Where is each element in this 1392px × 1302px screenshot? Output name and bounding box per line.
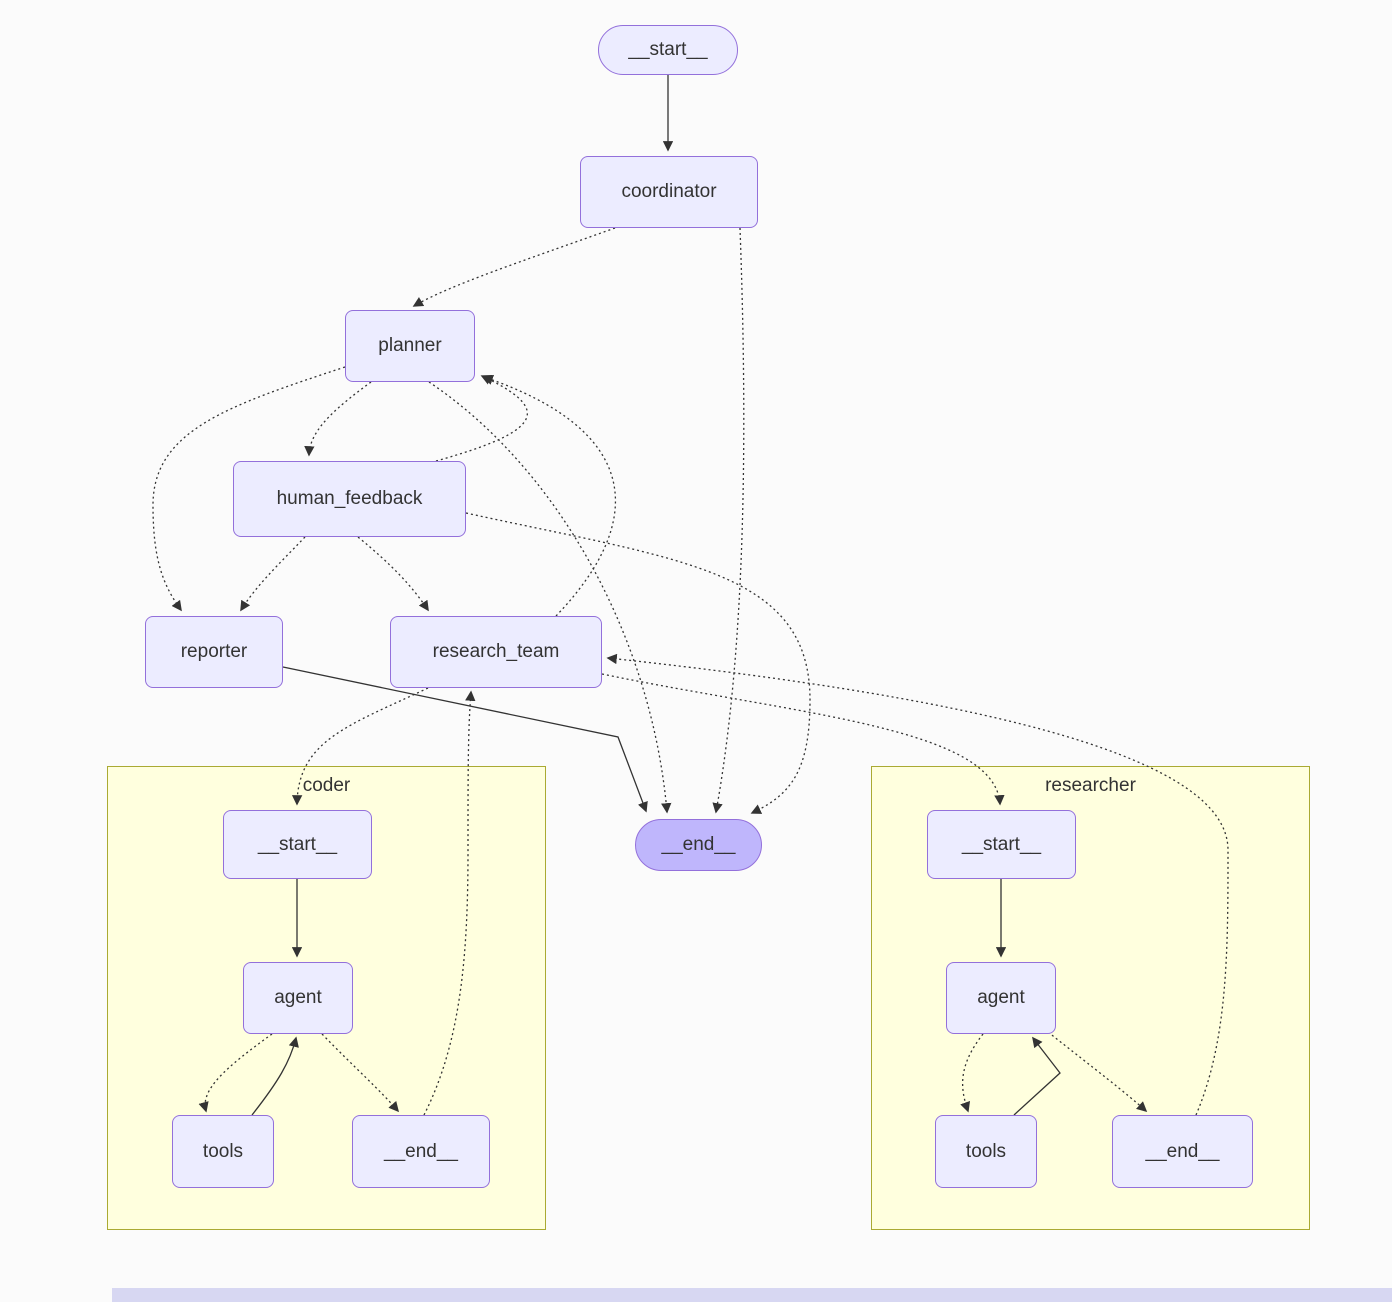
edge-coordinator-end <box>712 227 745 814</box>
edge-humanfeedback-planner <box>435 375 528 462</box>
edge-humanfeedback-reporter <box>240 536 306 612</box>
node-human-feedback: human_feedback <box>233 461 466 537</box>
bottom-strip <box>112 1288 1392 1302</box>
node-coder-end: __end__ <box>352 1115 490 1188</box>
node-coder-agent: agent <box>243 962 353 1034</box>
edge-coder-tools-agent <box>251 1036 299 1116</box>
node-planner: planner <box>345 310 475 382</box>
edge-coder-agent-end <box>321 1033 400 1113</box>
node-start: __start__ <box>598 25 738 75</box>
node-coordinator: coordinator <box>580 156 758 228</box>
edge-researcher-tools-agent <box>1013 1036 1061 1116</box>
edge-researchteam-researcherstart <box>601 673 1005 806</box>
node-end: __end__ <box>635 819 762 871</box>
node-researcher-agent: agent <box>946 962 1056 1034</box>
cluster-researcher-label: researcher <box>1045 775 1136 796</box>
edge-humanfeedback-researchteam <box>357 536 429 612</box>
edge-humanfeedback-end <box>465 512 811 814</box>
edge-coordinator-planner <box>412 227 616 307</box>
edge-researchteam-planner <box>482 374 616 617</box>
edge-researcher-agent-tools <box>960 1033 984 1113</box>
edge-planner-end <box>428 381 672 814</box>
edge-coder-agent-tools <box>198 1033 273 1113</box>
node-coder-tools: tools <box>172 1115 274 1188</box>
node-research-team: research_team <box>390 616 602 688</box>
node-researcher-tools: tools <box>935 1115 1037 1188</box>
cluster-coder-label: coder <box>302 775 351 796</box>
node-researcher-end: __end__ <box>1112 1115 1253 1188</box>
node-reporter: reporter <box>145 616 283 688</box>
edge-planner-humanfeedback <box>304 381 372 457</box>
edge-coderend-researchteam <box>423 690 476 1116</box>
node-coder-start: __start__ <box>223 810 372 879</box>
node-researcher-start: __start__ <box>927 810 1076 879</box>
edge-researcher-agent-end <box>1047 1031 1148 1113</box>
edge-researcherend-researchteam <box>606 653 1229 1116</box>
edge-reporter-end <box>282 666 648 813</box>
edge-researchteam-coderstart <box>291 687 429 806</box>
